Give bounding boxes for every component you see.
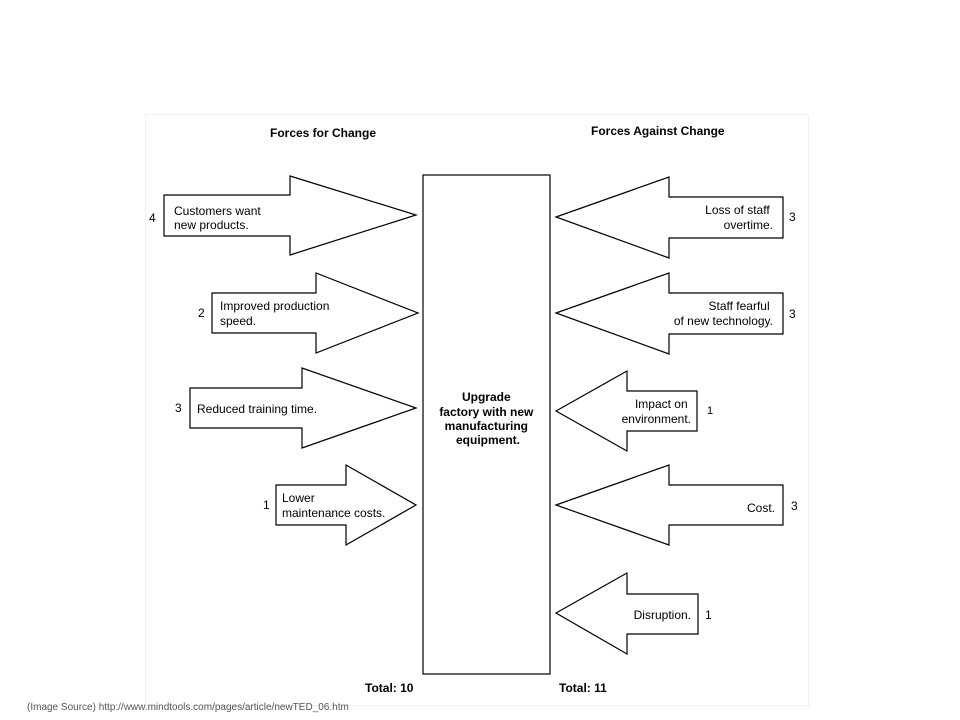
center-label: Upgrade factory with new manufacturing e… xyxy=(439,390,536,447)
header-forces-for: Forces for Change xyxy=(270,126,376,140)
arrow-right-shape xyxy=(275,463,418,547)
force-for-3: Reduced training time. 3 xyxy=(175,367,418,449)
force-against-score: 1 xyxy=(707,405,713,417)
force-for-score: 2 xyxy=(198,306,205,320)
arrow-right-shape xyxy=(211,272,420,354)
force-against-score: 3 xyxy=(789,307,796,321)
force-against-2: Staff fearful of new technology. 3 xyxy=(554,272,796,355)
arrow-left-shape xyxy=(554,571,699,656)
total-for: Total: 10 xyxy=(365,681,414,695)
force-against-score: 3 xyxy=(791,499,798,513)
force-against-label: Staff fearful of new technology. xyxy=(674,299,773,328)
arrow-right-shape xyxy=(189,367,418,449)
arrow-left-shape xyxy=(554,272,784,355)
arrow-left-shape xyxy=(554,464,784,546)
force-for-4: Lower maintenance costs. 1 xyxy=(263,463,418,547)
diagram-panel xyxy=(145,114,809,706)
force-against-3: Impact on environment. 1 xyxy=(554,369,713,453)
force-against-score: 1 xyxy=(705,608,712,622)
arrow-left-shape xyxy=(554,369,698,453)
center-box xyxy=(422,174,551,675)
force-against-1: Loss of staff overtime. 3 xyxy=(554,176,796,259)
force-for-2: Improved production speed. 2 xyxy=(198,272,420,354)
force-against-label: Loss of staff overtime. xyxy=(705,203,773,232)
force-against-score: 3 xyxy=(789,210,796,224)
arrow-left-shape xyxy=(554,176,784,259)
force-for-score: 1 xyxy=(263,498,270,512)
force-against-5: Disruption. 1 xyxy=(554,571,712,656)
force-for-score: 3 xyxy=(175,401,182,415)
force-for-label: Lower maintenance costs. xyxy=(282,491,385,520)
force-for-score: 4 xyxy=(149,211,156,225)
header-forces-against: Forces Against Change xyxy=(591,124,725,138)
force-for-label: Improved production speed. xyxy=(220,299,333,328)
image-source-caption: (Image Source) http://www.mindtools.com/… xyxy=(27,702,349,713)
force-against-label: Impact on environment. xyxy=(622,397,691,426)
force-against-label: Disruption. xyxy=(634,608,691,622)
force-against-label: Cost. xyxy=(747,501,775,515)
force-for-1: Customers want new products. 4 xyxy=(149,175,419,256)
total-against: Total: 11 xyxy=(559,681,607,695)
force-for-label: Customers want new products. xyxy=(174,204,264,232)
force-against-4: Cost. 3 xyxy=(554,464,798,546)
force-for-label: Reduced training time. xyxy=(197,402,317,416)
arrow-right-shape xyxy=(163,175,419,256)
